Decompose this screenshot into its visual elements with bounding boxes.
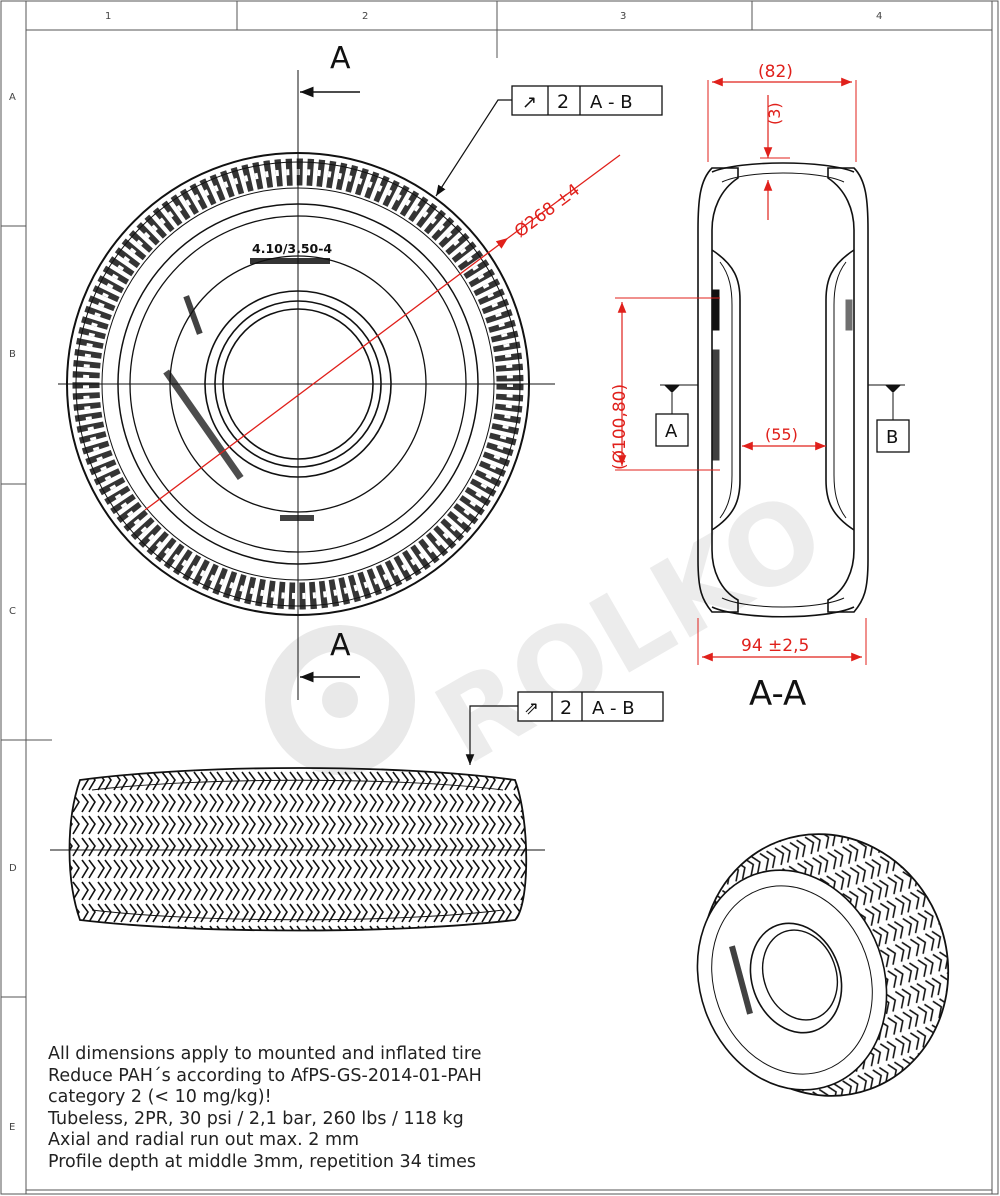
section-width-dimension: (82) — [758, 62, 793, 82]
row-label: C — [9, 606, 16, 617]
note-line: Axial and radial run out max. 2 mm — [48, 1130, 360, 1150]
row-label: E — [9, 1122, 15, 1133]
column-label: 2 — [362, 11, 368, 22]
watermark-text: ROLKO — [415, 467, 845, 789]
circular-runout-icon: ↗ — [522, 92, 537, 113]
drawing-notes: All dimensions apply to mounted and infl… — [48, 1044, 608, 1173]
tire-isometric-view — [696, 833, 950, 1097]
datum-a-label: A — [665, 421, 678, 442]
datum-b: B — [868, 384, 910, 453]
runout-tolerance-frame: ↗ 2 A - B — [511, 85, 663, 116]
tire-size-marking: 4.10/3.50-4 — [252, 241, 332, 256]
section-dimensions: (82) (3) (Ø100,80) (55) 94 ±2,5 — [610, 62, 867, 665]
overall-width-dimension: 94 ±2,5 — [741, 636, 809, 656]
tread-depth-dimension: (3) — [765, 102, 784, 125]
section-cut-label-bottom: A — [330, 628, 351, 663]
note-line: Tubeless, 2PR, 30 psi / 2,1 bar, 260 lbs… — [48, 1108, 464, 1129]
total-runout-tolerance-frame: ⇗ 2 A - B — [517, 691, 664, 722]
section-view-a-a — [697, 162, 869, 618]
tire-tread-view — [50, 705, 545, 932]
section-view-title: A-A — [749, 674, 806, 714]
column-label: 3 — [620, 11, 626, 22]
note-line: All dimensions apply to mounted and infl… — [48, 1044, 482, 1064]
outer-diameter-dimension: Ø268 ±4 — [511, 180, 584, 242]
bead-diameter-dimension: (Ø100,80) — [610, 384, 630, 470]
frame-column-labels: 1 2 3 4 — [105, 11, 882, 22]
runout-tolerance-value: 2 — [557, 91, 569, 113]
section-cut-label-top: A — [330, 41, 351, 76]
note-line: Profile depth at middle 3mm, repetition … — [48, 1151, 477, 1172]
bead-width-dimension: (55) — [765, 425, 798, 444]
total-runout-icon: ⇗ — [524, 698, 539, 719]
column-label: 4 — [876, 11, 882, 22]
row-label: A — [9, 92, 16, 103]
note-line: Reduce PAH´s according to AfPS-GS-2014-0… — [48, 1065, 482, 1086]
datum-a: A — [655, 384, 698, 447]
tire-front-view: 4.10/3.50-4 A A Ø268 ±4 — [58, 41, 621, 700]
datum-b-label: B — [886, 427, 898, 448]
column-label: 1 — [105, 11, 111, 22]
watermark-logo: ROLKO — [265, 467, 845, 789]
total-runout-datum-reference: A - B — [592, 698, 635, 719]
row-label: D — [9, 863, 17, 874]
frame-row-labels: A B C D E — [9, 92, 17, 1133]
runout-datum-reference: A - B — [590, 92, 633, 113]
note-line: category 2 (< 10 mg/kg)! — [48, 1087, 272, 1107]
total-runout-tolerance-value: 2 — [560, 697, 572, 719]
row-label: B — [9, 349, 16, 360]
